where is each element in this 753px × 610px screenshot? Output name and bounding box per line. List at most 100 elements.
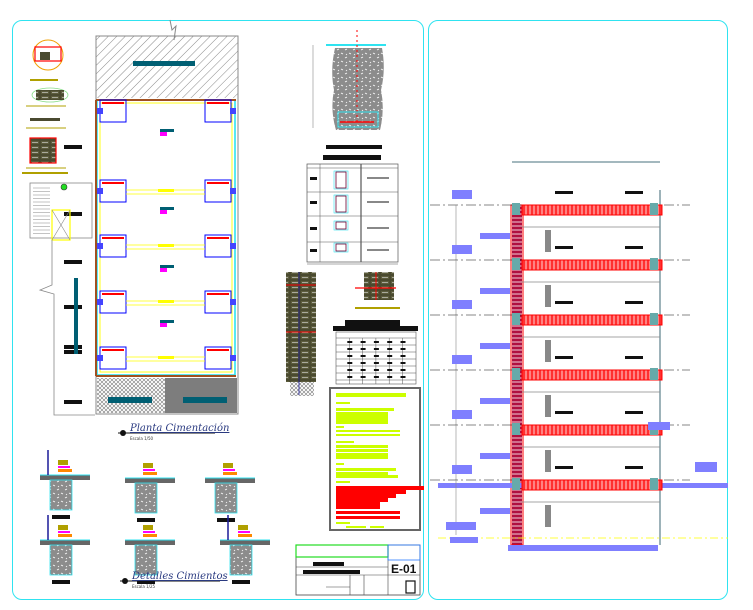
detail-tag-magenta — [238, 531, 250, 533]
column — [97, 188, 103, 194]
slab-tag-marker — [160, 210, 167, 214]
column — [230, 108, 236, 114]
stair-marker-icon — [61, 184, 67, 190]
plan-title-label: Planta Cimentación — [130, 423, 229, 434]
floor-beam — [522, 260, 662, 270]
level-tag — [452, 190, 472, 199]
note-line — [336, 408, 394, 411]
beam-tag — [555, 246, 573, 249]
label-block — [64, 400, 82, 404]
label-block — [64, 260, 82, 264]
note-line — [336, 516, 400, 519]
note-line — [336, 445, 388, 448]
note-line — [336, 472, 388, 475]
sched-cell — [347, 348, 352, 350]
beam-end — [650, 203, 658, 215]
footing-rebar — [207, 182, 229, 184]
footing-rebar — [207, 102, 229, 104]
notes-box — [330, 388, 424, 530]
detail-tag-magenta — [143, 531, 155, 533]
slab-tag — [160, 320, 174, 323]
sched-cell — [387, 355, 392, 357]
sched-cell — [374, 341, 379, 343]
level-tag — [452, 410, 472, 419]
detail-tag-orange — [143, 534, 157, 537]
row-label — [310, 227, 317, 230]
detail-footing — [135, 483, 157, 513]
neighbour-fill-bottom-right — [165, 378, 237, 413]
beam-end — [512, 368, 520, 380]
footing-rebar — [102, 182, 124, 184]
beam-end — [650, 313, 658, 325]
site-outline-left — [40, 240, 95, 415]
label-block — [64, 345, 82, 349]
beam-end — [512, 203, 520, 215]
details-title-label: Detalles Cimientos — [132, 571, 228, 582]
column-section — [336, 244, 346, 251]
note-line — [336, 456, 388, 459]
sched-cell — [374, 376, 379, 378]
sched-cell — [387, 369, 392, 371]
level-tag — [480, 343, 510, 349]
note-line — [336, 421, 388, 424]
row-label — [310, 177, 317, 180]
footing-rebar — [207, 293, 229, 295]
footing-rebar — [102, 293, 124, 295]
note-line — [336, 506, 380, 509]
sched-cell — [347, 369, 352, 371]
detail-tag-magenta — [58, 531, 70, 533]
note-line — [336, 412, 388, 415]
slab-tag-marker — [160, 323, 167, 327]
row-spec — [367, 227, 389, 229]
detail-slab — [125, 540, 175, 545]
note-line — [336, 426, 344, 428]
sched-cell — [361, 369, 366, 371]
details-scale-label: Escala 1/25 — [132, 584, 155, 589]
slab-tag-marker — [160, 268, 167, 272]
sched-cell — [401, 341, 406, 343]
note-line — [370, 526, 384, 528]
sched-cell — [361, 362, 366, 364]
floor-beam — [522, 480, 662, 490]
footing-rebar — [102, 237, 124, 239]
beam-label — [545, 285, 551, 307]
detail-tag-orange — [58, 469, 72, 472]
note-line — [336, 449, 388, 452]
detail-tag-orange — [58, 534, 72, 537]
neighbour-hatch-top — [96, 36, 238, 98]
beam-label — [545, 505, 551, 527]
detail-footing — [50, 480, 72, 510]
level-tag — [480, 233, 510, 239]
beam-tag — [625, 191, 643, 194]
annotation-bar — [108, 397, 152, 403]
detail-tag — [58, 525, 68, 530]
row-spec — [367, 201, 389, 203]
note-line — [336, 430, 400, 432]
column-section — [336, 222, 346, 229]
column-section — [336, 172, 346, 188]
beam-label — [545, 230, 551, 252]
beam-label — [545, 450, 551, 472]
schedule-table — [333, 320, 418, 384]
column — [97, 355, 103, 361]
note-line — [336, 468, 396, 471]
beam-tag — [555, 301, 573, 304]
row-spec — [367, 177, 389, 179]
note-line — [336, 463, 344, 465]
detail-caption — [217, 518, 235, 522]
column-section — [336, 196, 346, 212]
slab-tag — [160, 207, 174, 210]
column — [97, 299, 103, 305]
sched-cell — [387, 376, 392, 378]
beam-tag — [158, 189, 174, 192]
detail-slab — [220, 540, 270, 545]
detail-caption — [52, 580, 70, 584]
level-tag — [452, 300, 472, 309]
sched-cell — [401, 355, 406, 357]
note-line — [336, 511, 400, 514]
sched-cell — [401, 348, 406, 350]
sched-cell — [401, 369, 406, 371]
level-tag — [695, 462, 717, 472]
ground-band — [508, 545, 658, 551]
